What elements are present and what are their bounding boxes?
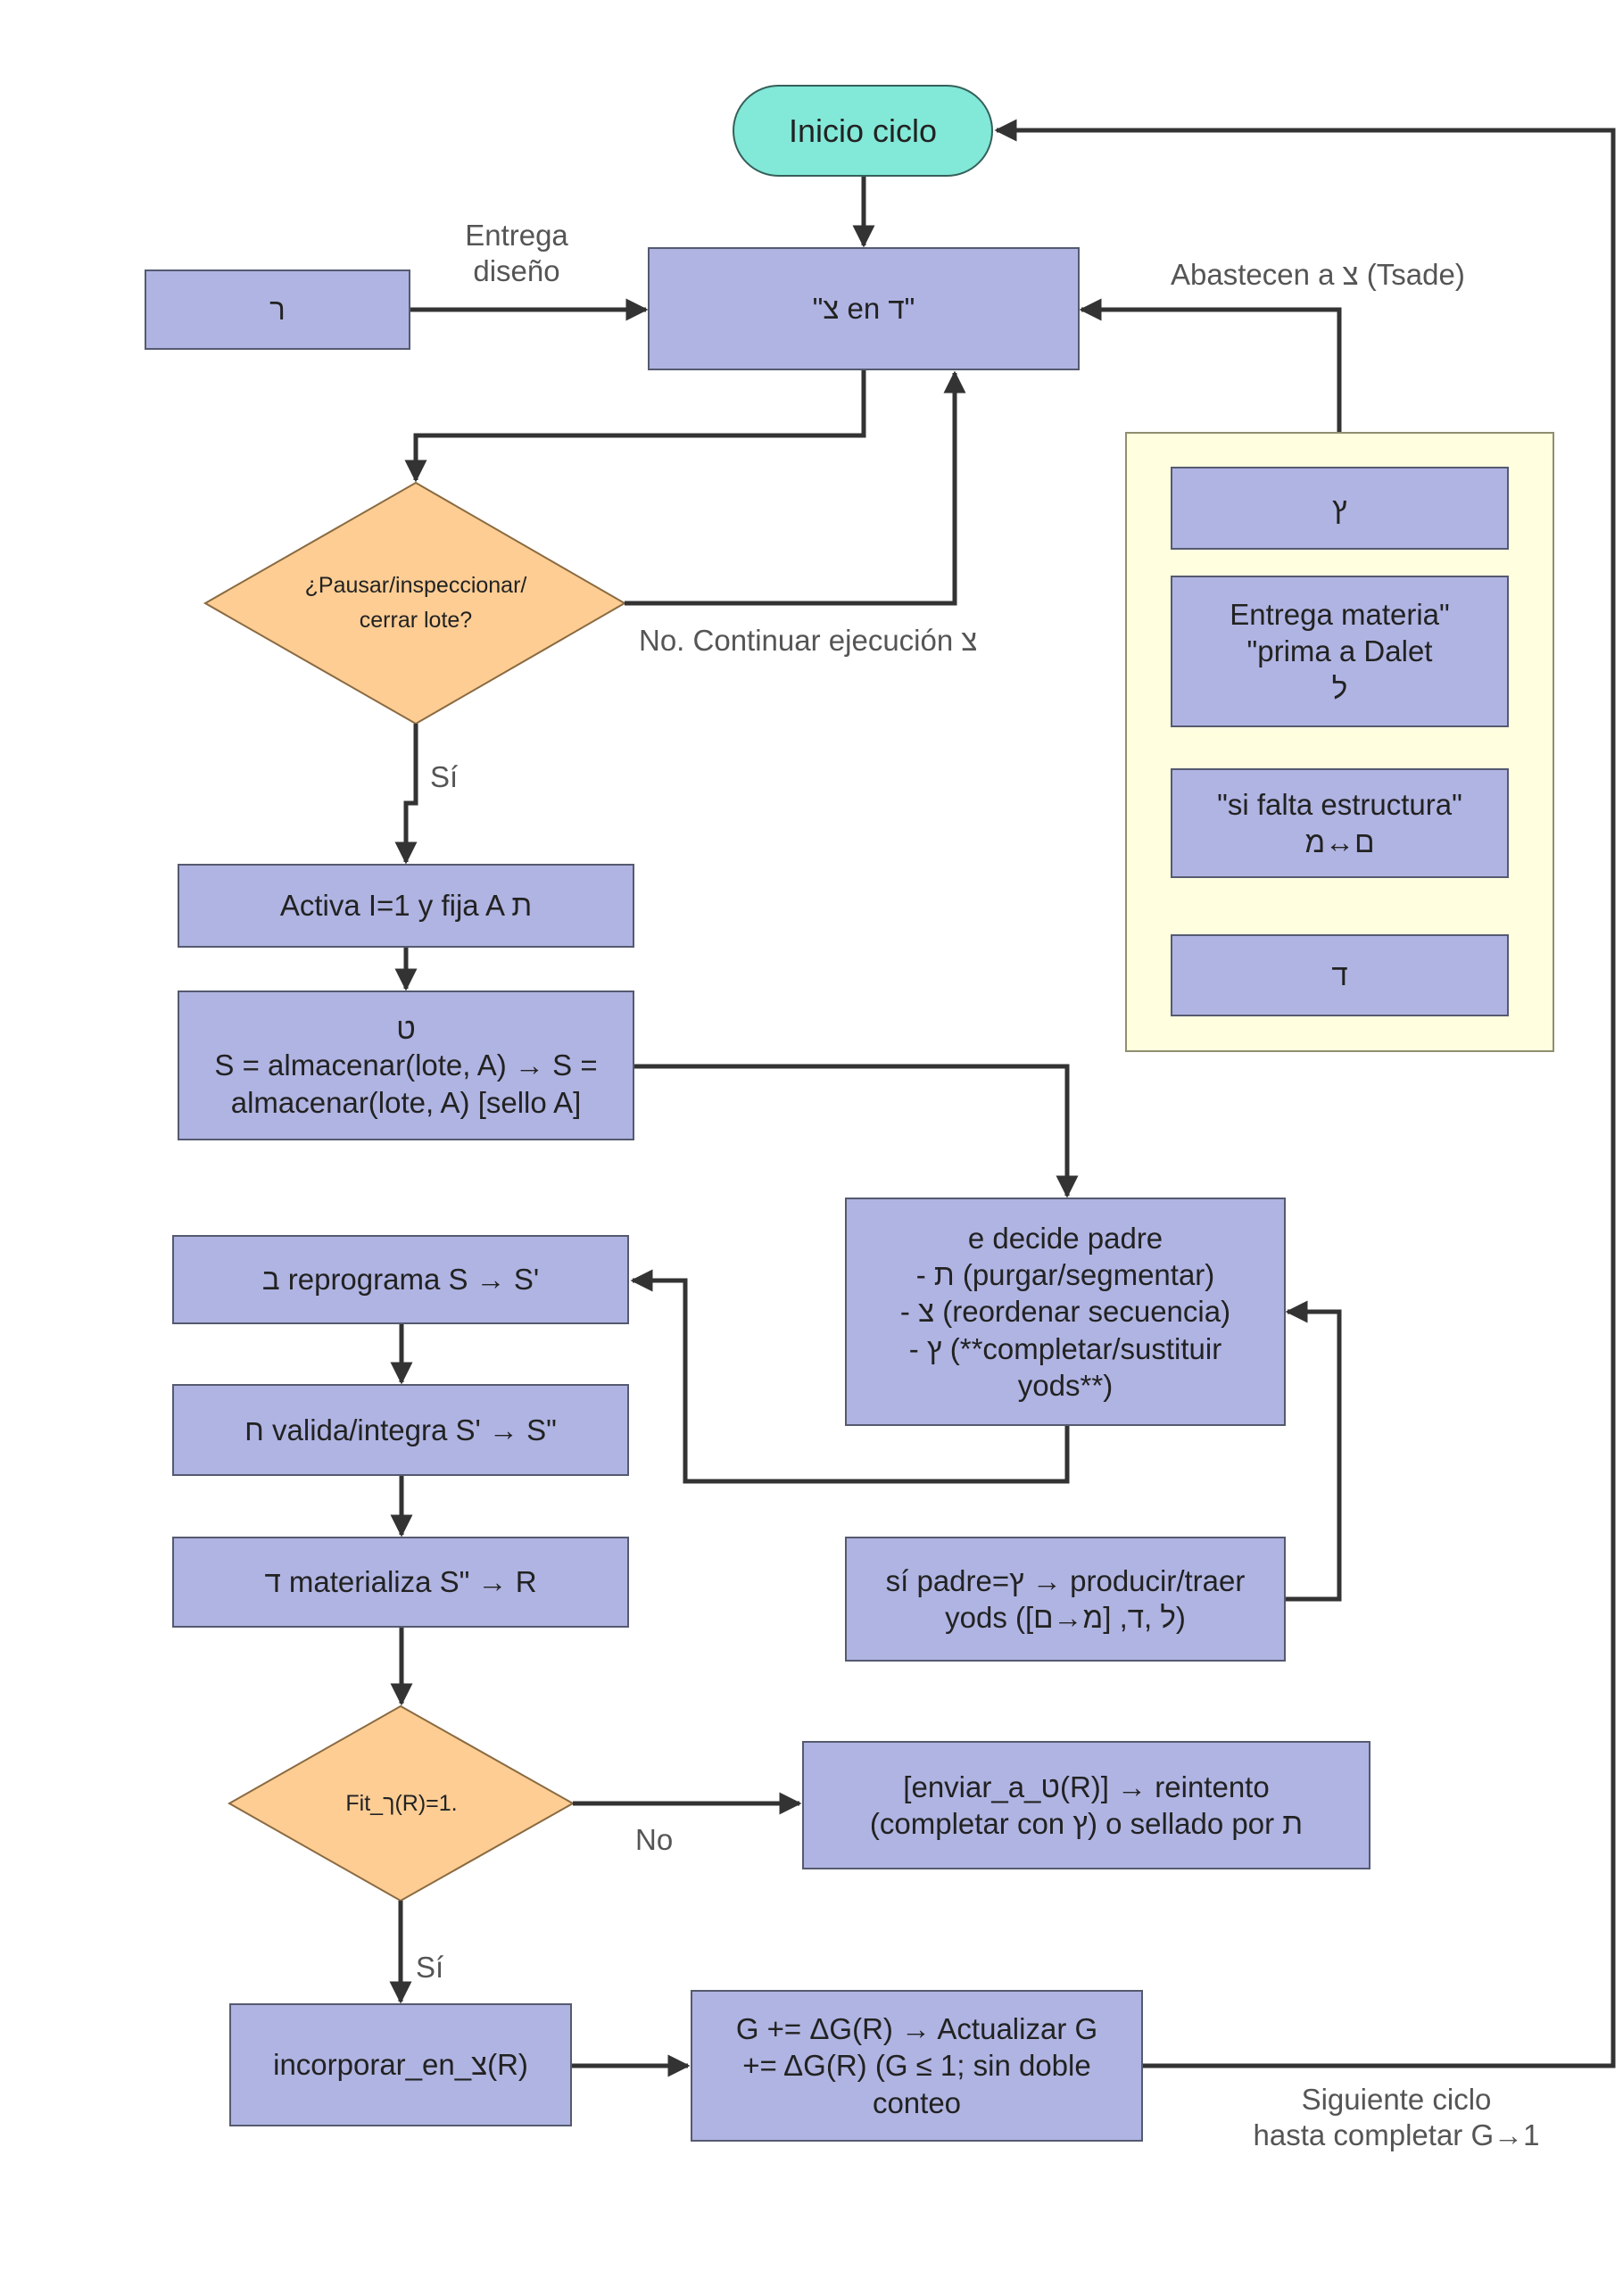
edge-sipadre-decide bbox=[1285, 1300, 1342, 1602]
actualizar-box-line: G += ΔG(R) → Actualizar G bbox=[735, 2012, 1098, 2046]
activa-box: Activa I=1 y fija A ת bbox=[178, 864, 634, 948]
start-terminal: Inicio ciclo bbox=[733, 85, 993, 177]
panel-item-line: "si falta estructura" bbox=[1217, 788, 1462, 822]
label-entrega-diseno: Entrega diseño bbox=[432, 218, 601, 288]
label-no-continuar: No. Continuar ejecución צ bbox=[639, 624, 978, 657]
decide-box-line: e decide padre bbox=[967, 1221, 1163, 1255]
label-siguiente-line: hasta completar G→1 bbox=[1253, 2118, 1540, 2151]
decide-box-line: - צ (reordenar secuencia) bbox=[899, 1295, 1231, 1329]
panel-item-tsade-sofit: ץ bbox=[1171, 467, 1509, 550]
label-si-1: Sí bbox=[430, 760, 459, 793]
valida-box: ח valida/integra S' → S" bbox=[172, 1384, 629, 1476]
panel-item-line: Entrega materia" bbox=[1230, 598, 1450, 632]
resh-box: ר bbox=[145, 269, 410, 350]
label-entrega-line: diseño bbox=[473, 253, 560, 287]
label-si-2: Sí bbox=[416, 1951, 444, 1984]
enviar-box-line: (completar con ץ) o sellado por ת bbox=[869, 1807, 1304, 1840]
label-siguiente-line: Siguiente ciclo bbox=[1301, 2083, 1492, 2116]
panel-item-line: ם↔מ bbox=[1304, 825, 1375, 858]
tet-box-line: almacenar(lote, A) [sello A] bbox=[230, 1085, 582, 1119]
decision-pausar-line: cerrar lote? bbox=[359, 608, 473, 633]
reprograma-box: ב reprograma S → S' bbox=[172, 1235, 629, 1324]
panel-item-line: ץ bbox=[1332, 491, 1347, 525]
actualizar-box-line: += ΔG(R) (G ≤ 1; sin doble bbox=[742, 2049, 1091, 2083]
tet-box: ט S = almacenar(lote, A) → S = almacenar… bbox=[178, 991, 634, 1140]
enviar-box: [enviar_a_ט(R)] → reintento (completar c… bbox=[802, 1741, 1370, 1869]
decision-fit: Fit_ך(R)=1. bbox=[345, 1790, 458, 1816]
label-abastecen: Abastecen a צ (Tsade) bbox=[1171, 258, 1465, 291]
tet-box-line: ט bbox=[396, 1012, 416, 1046]
decision-pausar-line: ¿Pausar/inspeccionar/ bbox=[304, 573, 527, 599]
actualizar-box: G += ΔG(R) → Actualizar G += ΔG(R) (G ≤ … bbox=[691, 1990, 1143, 2142]
panel-item-entrega-materia: Entrega materia" "prima a Dalet ל bbox=[1171, 576, 1509, 727]
actualizar-box-line: conteo bbox=[872, 2085, 962, 2119]
panel-item-line: "prima a Dalet bbox=[1246, 634, 1433, 668]
si-padre-line: yods ([מ→ם] ,ל ,ד) bbox=[945, 1601, 1186, 1634]
label-entrega-line: Entrega bbox=[465, 219, 568, 252]
si-padre-box: sí padre=ץ → producir/traer yods ([מ→ם] … bbox=[845, 1537, 1286, 1662]
materializa-box: ד materializa S" → R bbox=[172, 1537, 629, 1628]
edge-panel-main bbox=[1079, 298, 1342, 432]
panel-item-si-falta: "si falta estructura" ם↔מ bbox=[1171, 768, 1509, 878]
decide-padre-box: e decide padre - ת (purgar/segmentar) - … bbox=[845, 1198, 1286, 1426]
panel-item-dalet: ד bbox=[1171, 934, 1509, 1016]
decide-box-line: yods**) bbox=[1017, 1368, 1114, 1402]
label-no: No bbox=[635, 1823, 674, 1856]
panel-item-line: ל bbox=[1331, 671, 1348, 705]
label-siguiente-ciclo: Siguiente ciclo hasta completar G→1 bbox=[1236, 2082, 1557, 2152]
enviar-box-line: [enviar_a_ט(R)] → reintento bbox=[903, 1770, 1270, 1803]
edge-main-decision1 bbox=[404, 370, 866, 483]
incorporar-box: incorporar_en_צ(R) bbox=[229, 2003, 572, 2126]
decide-box-line: - ת (purgar/segmentar) bbox=[915, 1258, 1215, 1292]
tet-box-line: S = almacenar(lote, A) → S = bbox=[214, 1049, 598, 1082]
edge-decision1-main bbox=[625, 370, 966, 606]
decision-pausar: ¿Pausar/inspeccionar/ cerrar lote? bbox=[223, 553, 609, 653]
decide-box-line: - ץ (**completar/sustituir bbox=[908, 1331, 1222, 1365]
edge-actualizar-inicio bbox=[994, 119, 1616, 2068]
main-process-box: "צ en ד" bbox=[648, 247, 1080, 370]
panel-item-line: ד bbox=[1331, 958, 1348, 992]
si-padre-line: sí padre=ץ → producir/traer bbox=[885, 1563, 1246, 1597]
edge-decision1-activa bbox=[394, 724, 418, 865]
edge-tet-decide bbox=[634, 1064, 1079, 1198]
edge-decide-reprograma bbox=[630, 1269, 1070, 1484]
